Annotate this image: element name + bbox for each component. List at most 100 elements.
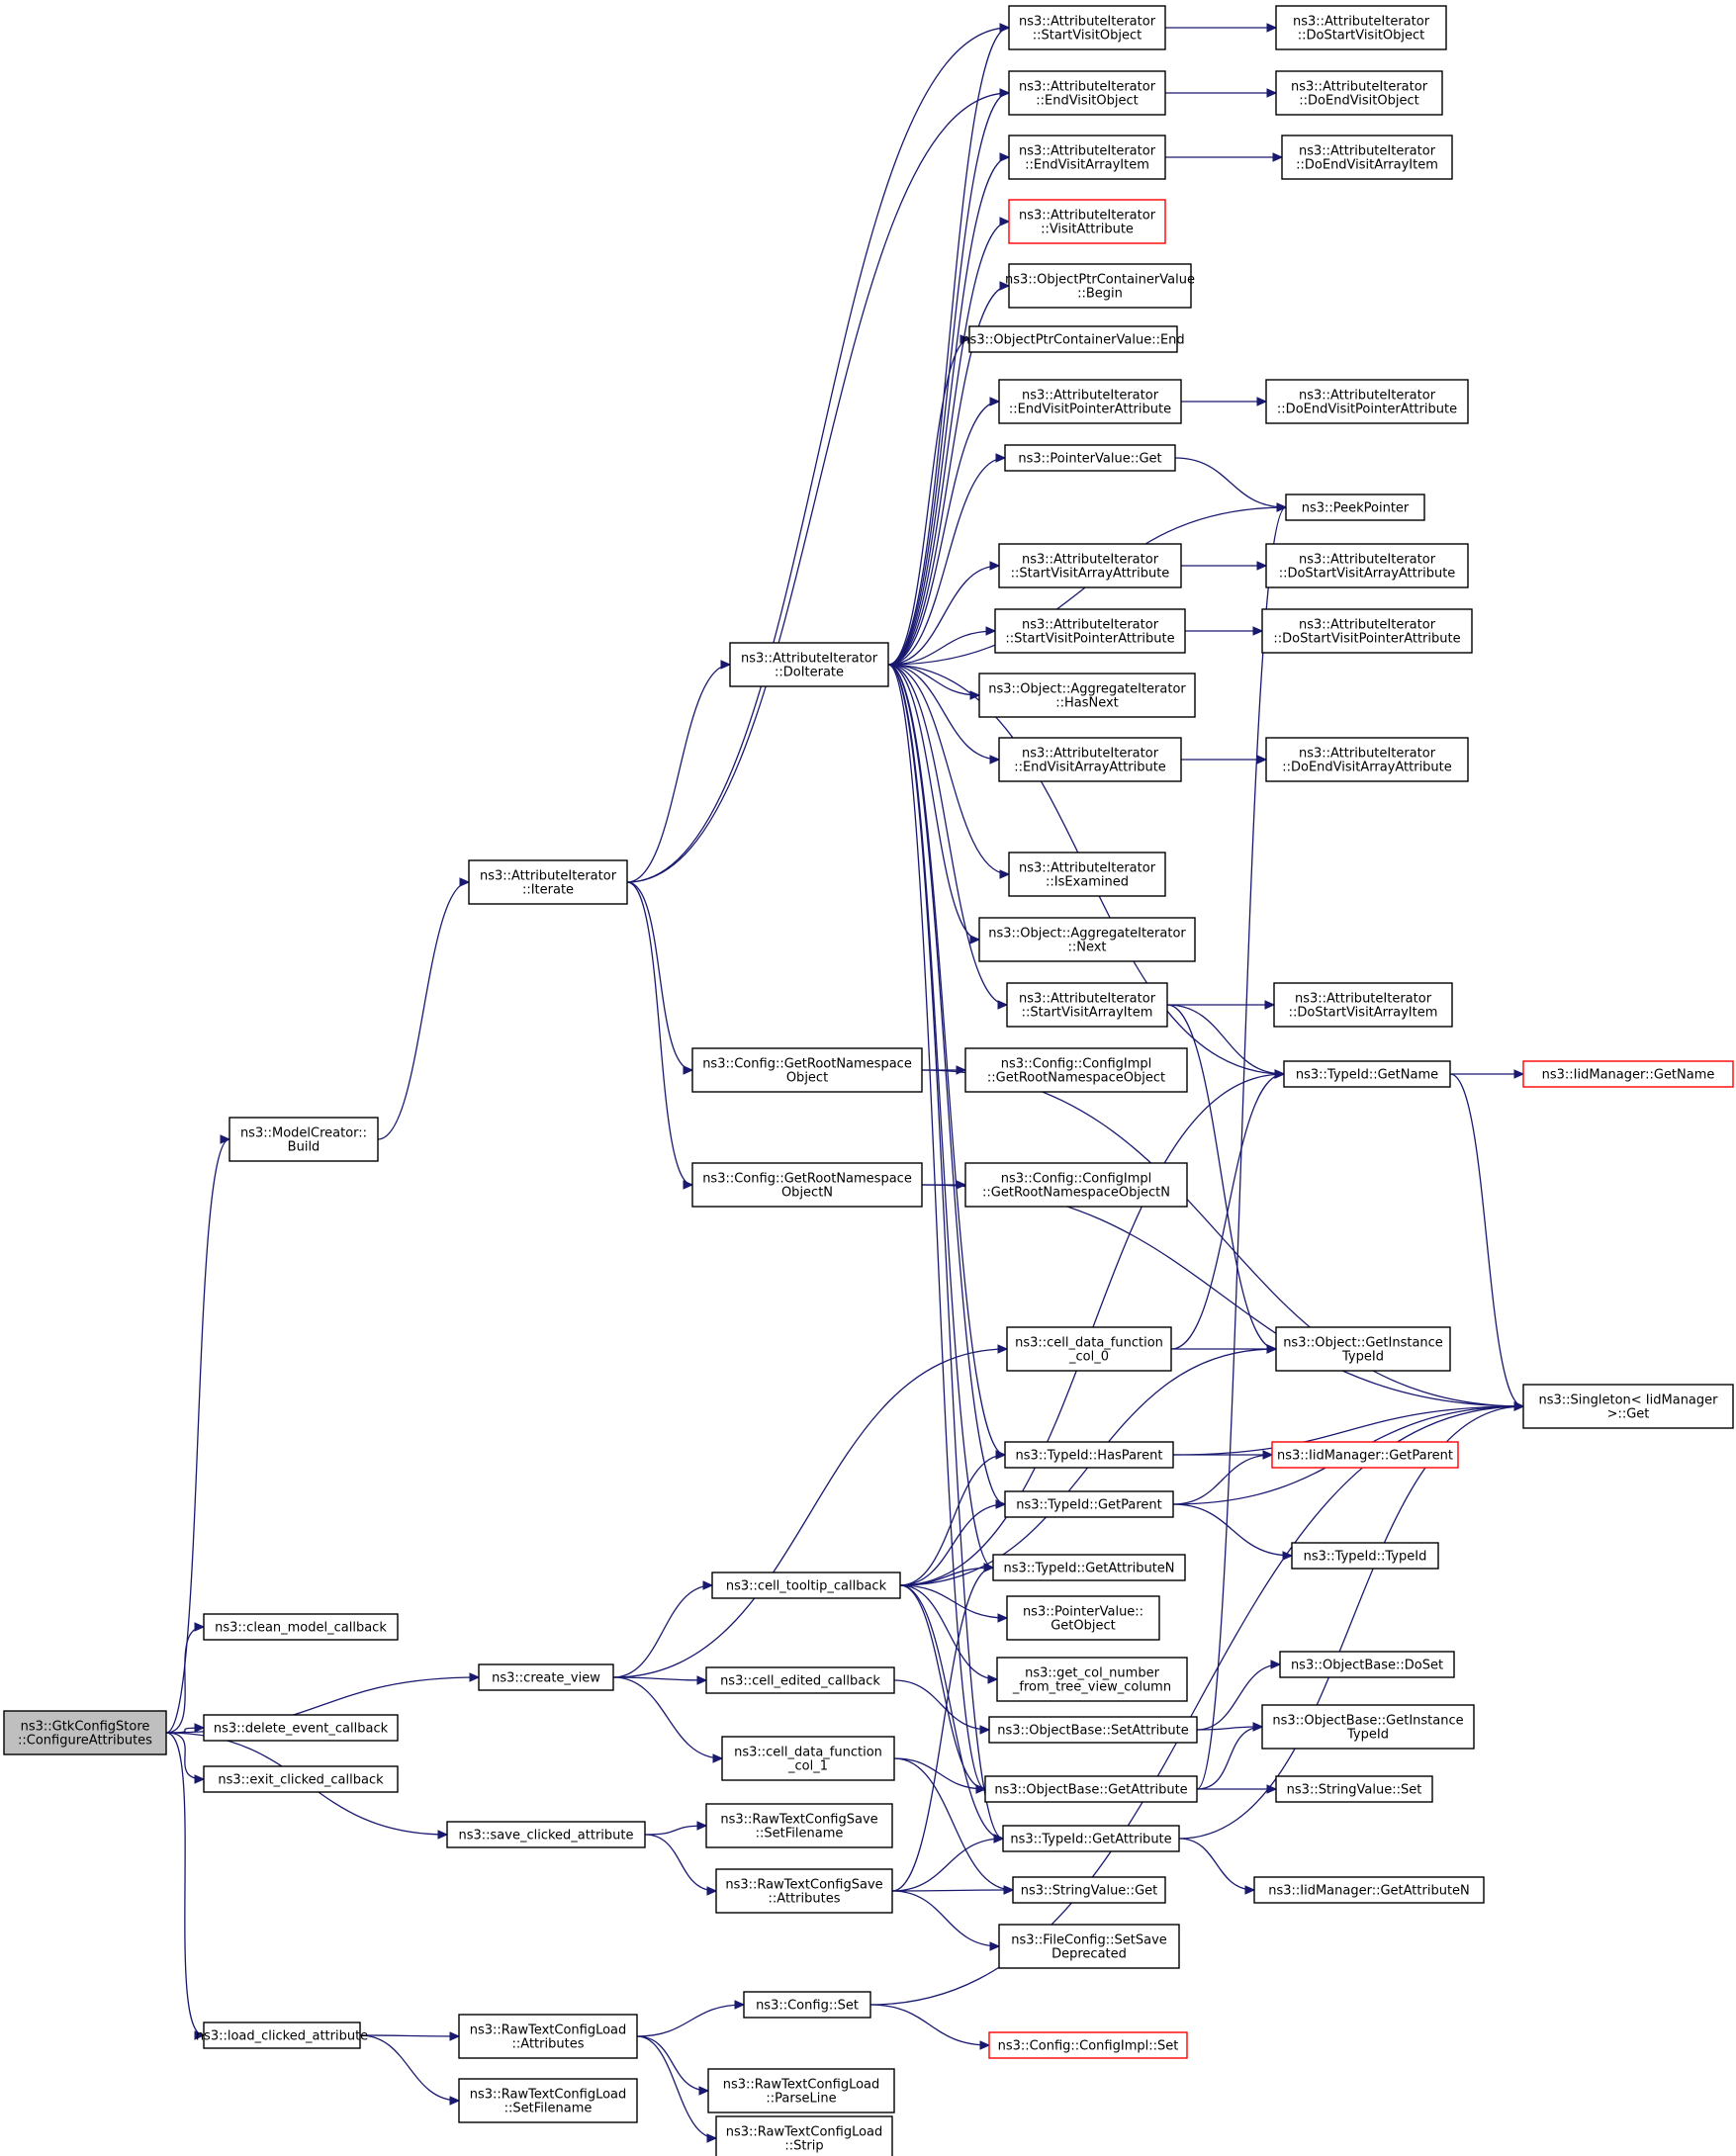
- function-node[interactable]: ns3::create_view: [478, 1663, 614, 1691]
- function-node[interactable]: ns3::AttributeIterator::Iterate: [468, 859, 628, 905]
- function-node[interactable]: ns3::PeekPointer: [1285, 494, 1425, 521]
- function-node[interactable]: ns3::ObjectPtrContainerValue::End: [961, 325, 1185, 353]
- function-node[interactable]: ns3::RawTextConfigLoad::Attributes: [458, 2014, 638, 2059]
- function-node[interactable]: ns3::TypeId::GetAttribute: [1002, 1825, 1180, 1852]
- node-label: ns3::ModelCreator::: [240, 1126, 367, 1141]
- function-node[interactable]: ns3::GtkConfigStore::ConfigureAttributes: [3, 1710, 167, 1755]
- function-node[interactable]: ns3::PointerValue::GetObject: [1006, 1595, 1160, 1641]
- arrowhead: [1256, 755, 1268, 764]
- function-node[interactable]: ns3::cell_edited_callback: [705, 1666, 895, 1694]
- function-node[interactable]: ns3::Config::ConfigImpl::GetRootNamespac…: [964, 1162, 1188, 1208]
- function-node[interactable]: ns3::load_clicked_attribute: [196, 2021, 368, 2049]
- function-node[interactable]: ns3::AttributeIterator::DoStartVisitArra…: [1265, 543, 1469, 588]
- function-node[interactable]: ns3::TypeId::GetParent: [1004, 1490, 1174, 1518]
- node-label: ::IsExamined: [1046, 875, 1129, 890]
- function-node[interactable]: ns3::AttributeIterator::StartVisitObject: [1008, 5, 1166, 50]
- function-node[interactable]: ns3::ModelCreator::Build: [228, 1117, 379, 1162]
- node-label: ns3::FileConfig::SetSave: [1011, 1933, 1167, 1948]
- function-node[interactable]: ns3::AttributeIterator::EndVisitPointerA…: [998, 379, 1182, 424]
- function-node[interactable]: ns3::AttributeIterator::DoIterate: [729, 642, 889, 687]
- function-node[interactable]: ns3::Config::ConfigImpl::Set: [988, 2031, 1188, 2059]
- function-node[interactable]: ns3::AttributeIterator::StartVisitPointe…: [994, 608, 1186, 654]
- node-box: [994, 608, 1186, 654]
- function-node[interactable]: ns3::Object::AggregateIterator::Next: [978, 917, 1196, 962]
- function-node[interactable]: ns3::StringValue::Set: [1275, 1775, 1433, 1803]
- node-box: [1012, 1876, 1166, 1904]
- arrowhead: [1256, 561, 1268, 571]
- function-node[interactable]: ns3::delete_event_callback: [203, 1714, 399, 1742]
- function-node[interactable]: ns3::TypeId::HasParent: [1004, 1441, 1174, 1469]
- function-node[interactable]: ns3::IidManager::GetAttributeN: [1253, 1876, 1485, 1904]
- function-node[interactable]: ns3::AttributeIterator::VisitAttribute: [1008, 199, 1166, 244]
- function-node[interactable]: ns3::AttributeIterator::DoStartVisitObje…: [1275, 5, 1447, 50]
- function-node[interactable]: ns3::AttributeIterator::DoEndVisitArrayI…: [1281, 135, 1453, 180]
- function-node[interactable]: ns3::RawTextConfigLoad::ParseLine: [707, 2068, 895, 2113]
- function-node[interactable]: ns3::exit_clicked_callback: [203, 1765, 399, 1793]
- arrowhead: [956, 1180, 967, 1190]
- function-node[interactable]: ns3::RawTextConfigLoad::SetFilename: [458, 2078, 638, 2123]
- function-node[interactable]: ns3::Config::GetRootNamespaceObject: [691, 1047, 923, 1093]
- node-label: ::ParseLine: [766, 2092, 836, 2107]
- node-label: Object: [786, 1071, 828, 1086]
- node-box: [743, 1991, 871, 2019]
- function-node[interactable]: ns3::save_clicked_attribute: [446, 1821, 646, 1848]
- node-box: [1008, 852, 1166, 897]
- function-node[interactable]: ns3::ObjectBase::GetAttribute: [984, 1775, 1198, 1803]
- function-node[interactable]: ns3::TypeId::GetAttributeN: [992, 1554, 1186, 1581]
- node-label: ::SetFilename: [756, 1827, 844, 1842]
- function-node[interactable]: ns3::ObjectBase::DoSet: [1279, 1651, 1455, 1678]
- function-node[interactable]: ns3::AttributeIterator::EndVisitArrayIte…: [1008, 135, 1166, 180]
- call-edge: [887, 664, 1004, 1840]
- function-node[interactable]: ns3::Object::AggregateIterator::HasNext: [978, 673, 1196, 718]
- arrowhead: [1262, 1450, 1274, 1460]
- function-node[interactable]: ns3::RawTextConfigSave::SetFilename: [705, 1803, 893, 1848]
- function-node[interactable]: ns3::AttributeIterator::DoStartVisitPoin…: [1261, 608, 1473, 654]
- node-label: ns3::AttributeIterator: [1299, 389, 1436, 404]
- function-node[interactable]: ns3::Config::GetRootNamespaceObjectN: [691, 1162, 923, 1208]
- function-node[interactable]: ns3::PointerValue::Get: [1004, 444, 1176, 472]
- node-label: ns3::Config::GetRootNamespace: [702, 1172, 912, 1187]
- function-node[interactable]: ns3::StringValue::Get: [1012, 1876, 1166, 1904]
- call-edge: [1172, 1503, 1293, 1557]
- node-box: [1265, 737, 1469, 782]
- function-node[interactable]: ns3::IidManager::GetParent: [1271, 1441, 1459, 1469]
- node-box: [446, 1821, 646, 1848]
- function-node[interactable]: ns3::AttributeIterator::EndVisitObject: [1008, 70, 1166, 116]
- function-node[interactable]: ns3::AttributeIterator::DoEndVisitObject: [1275, 70, 1443, 116]
- function-node[interactable]: ns3::AttributeIterator::StartVisitArrayA…: [998, 543, 1182, 588]
- function-node[interactable]: ns3::AttributeIterator::IsExamined: [1008, 852, 1166, 897]
- function-node[interactable]: ns3::cell_data_function_col_0: [1006, 1326, 1172, 1372]
- function-node[interactable]: ns3::AttributeIterator::DoStartVisitArra…: [1273, 982, 1453, 1028]
- function-node[interactable]: ns3::AttributeIterator::DoEndVisitPointe…: [1265, 379, 1469, 424]
- function-node[interactable]: ns3::Config::ConfigImpl::GetRootNamespac…: [964, 1047, 1188, 1093]
- function-node[interactable]: ns3::TypeId::TypeId: [1291, 1542, 1439, 1570]
- function-node[interactable]: ns3::clean_model_callback: [203, 1613, 399, 1641]
- function-node[interactable]: ns3::AttributeIterator::DoEndVisitArrayA…: [1265, 737, 1469, 782]
- function-node[interactable]: ns3::Config::Set: [743, 1991, 871, 2019]
- function-node[interactable]: ns3::cell_tooltip_callback: [711, 1572, 901, 1599]
- node-box: [1004, 444, 1176, 472]
- node-label: ns3::AttributeIterator: [1022, 618, 1159, 633]
- function-node[interactable]: ns3::RawTextConfigLoad::Strip: [715, 2115, 893, 2156]
- node-label: ::DoIterate: [775, 666, 844, 680]
- function-node[interactable]: ns3::cell_data_function_col_1: [721, 1736, 895, 1781]
- node-box: [705, 1666, 895, 1694]
- call-edge: [887, 457, 1006, 666]
- node-box: [1004, 1490, 1174, 1518]
- function-node[interactable]: ns3::get_col_number_from_tree_view_colum…: [996, 1657, 1188, 1702]
- node-label: ::ConfigureAttributes: [18, 1734, 152, 1749]
- node-box: [1008, 199, 1166, 244]
- function-node[interactable]: ns3::IidManager::GetName: [1522, 1060, 1734, 1088]
- function-node[interactable]: ns3::ObjectBase::SetAttribute: [988, 1716, 1198, 1744]
- function-node[interactable]: ns3::AttributeIterator::EndVisitArrayAtt…: [998, 737, 1182, 782]
- call-edge: [899, 1503, 1006, 1586]
- function-node[interactable]: ns3::AttributeIterator::StartVisitArrayI…: [1006, 982, 1168, 1028]
- function-node[interactable]: ns3::TypeId::GetName: [1283, 1060, 1451, 1088]
- function-node[interactable]: ns3::RawTextConfigSave::Attributes: [715, 1868, 893, 1914]
- call-edge: [899, 1454, 1006, 1586]
- function-node[interactable]: ns3::ObjectPtrContainerValue::Begin: [1005, 263, 1195, 309]
- function-node[interactable]: ns3::Singleton< IidManager >::Get: [1522, 1384, 1734, 1429]
